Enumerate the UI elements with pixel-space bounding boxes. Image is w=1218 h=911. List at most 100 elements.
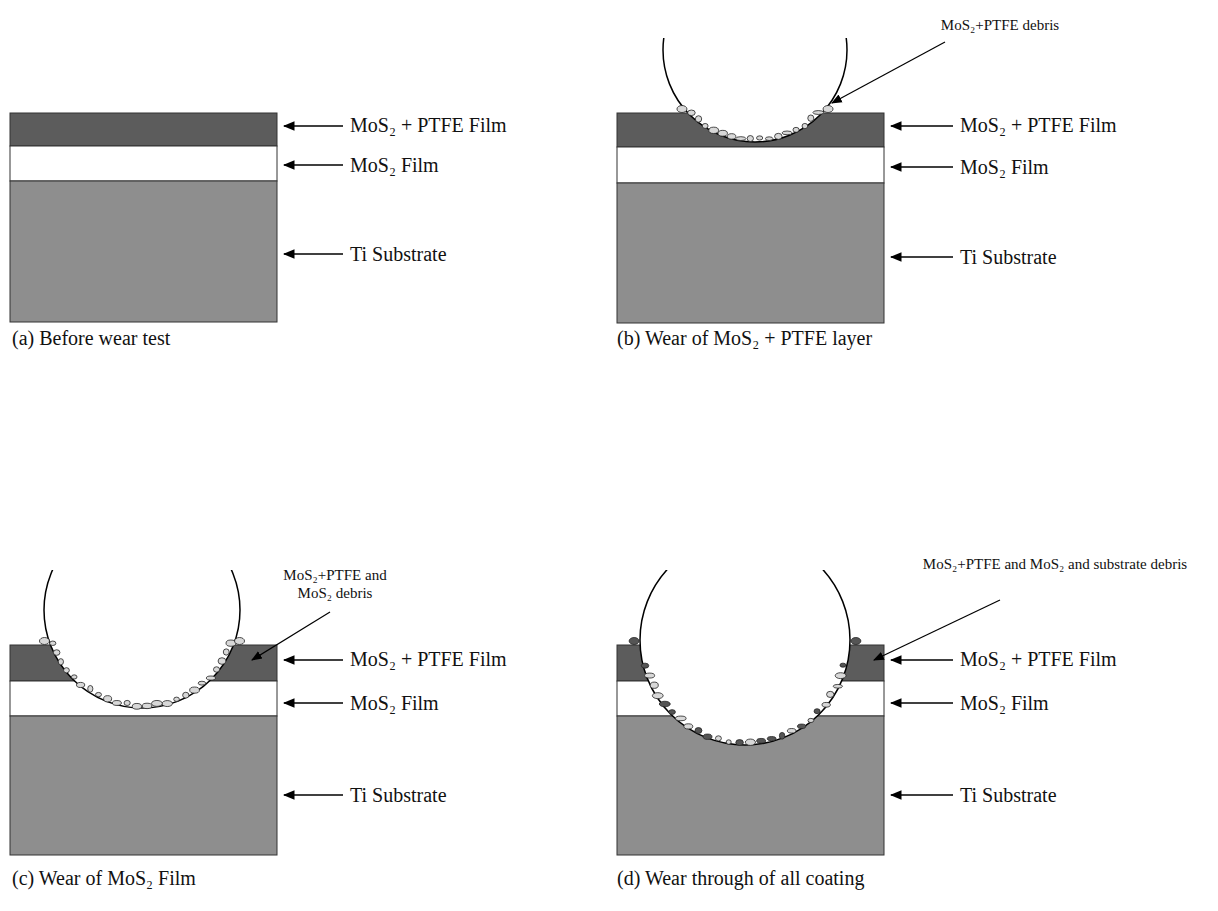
wear-debris (688, 110, 696, 116)
wear-debris (104, 696, 112, 702)
counterface-ball (44, 570, 240, 708)
wear-debris (827, 691, 834, 697)
wear-debris (709, 127, 719, 133)
wear-debris (652, 693, 663, 699)
wear-debris (808, 718, 814, 722)
debris-label: MoS₂+PTFE and MoS₂ and substrate debris (920, 555, 1190, 573)
wear-debris (58, 659, 63, 665)
layer-label: MoS₂ + PTFE Film (960, 647, 1117, 671)
wear-debris (703, 734, 712, 739)
wear-debris (727, 134, 735, 139)
layer-pointer (891, 125, 953, 126)
layer-label: Ti Substrate (350, 783, 447, 807)
wear-debris (736, 740, 744, 746)
wear-debris (765, 137, 772, 141)
wear-debris (715, 736, 721, 741)
wear-debris (793, 127, 799, 132)
wear-debris (822, 702, 830, 707)
coating-stack (617, 0, 953, 323)
mos2-layer (10, 146, 277, 181)
wear-debris (675, 716, 686, 721)
wear-debris (71, 675, 77, 679)
wear-debris (39, 638, 49, 645)
wear-debris (782, 131, 792, 135)
wear-debris (218, 658, 226, 665)
wear-debris (142, 703, 152, 708)
wear-debris (659, 701, 670, 706)
wear-debris (767, 737, 776, 741)
wear-debris (813, 111, 824, 115)
layer-label: Ti Substrate (350, 242, 447, 266)
wear-debris (835, 673, 846, 679)
wear-debris (695, 116, 701, 122)
wear-debris (695, 728, 702, 734)
counterface-ball (640, 570, 850, 745)
coating-stack (10, 512, 343, 855)
wear-debris (775, 133, 783, 139)
wear-debris (183, 692, 189, 698)
layer-label: MoS₂ Film (350, 153, 439, 177)
layer-pointer (891, 256, 953, 257)
wear-debris (88, 685, 93, 692)
wear-debris (198, 681, 206, 685)
wear-debris (808, 115, 814, 121)
wear-debris (747, 136, 753, 142)
wear-debris (757, 136, 763, 140)
ti-substrate (10, 181, 277, 322)
layer-pointer (284, 794, 343, 795)
wear-debris (152, 700, 163, 706)
mos2-ptfe-layer (10, 113, 277, 146)
wear-debris (787, 729, 796, 734)
layer-pointer (891, 794, 953, 795)
layer-pointer (891, 659, 953, 660)
ti-substrate (10, 716, 277, 855)
layer-pointer (891, 702, 953, 703)
wear-debris (745, 739, 755, 745)
wear-debris (64, 668, 70, 673)
wear-debris (757, 738, 766, 743)
wear-debris (840, 663, 846, 667)
layer-label: Ti Substrate (960, 245, 1057, 269)
debris-leader (832, 42, 945, 103)
layer-pointer (891, 166, 953, 167)
wear-debris (629, 638, 639, 645)
wear-debris (851, 638, 861, 645)
layer-label: MoS₂ + PTFE Film (350, 113, 507, 137)
panel-caption: (c) Wear of MoS₂ Film (12, 866, 196, 890)
panel-caption: (a) Before wear test (12, 326, 170, 350)
panel-caption: (d) Wear through of all coating (617, 866, 864, 890)
debris-label: MoS₂+PTFE debris (880, 16, 1120, 34)
layer-label: MoS₂ + PTFE Film (960, 113, 1117, 137)
wear-debris (132, 703, 141, 709)
wear-debris (797, 724, 805, 729)
ti-substrate (617, 183, 884, 323)
wear-debris (96, 692, 102, 696)
layer-label: MoS₂ Film (350, 691, 439, 715)
layer-pointer (284, 164, 343, 165)
wear-debris (702, 123, 708, 128)
wear-debris (645, 673, 655, 678)
wear-debris (124, 700, 130, 705)
layer-pointer (284, 659, 343, 660)
layer-label: MoS₂ + PTFE Film (350, 647, 507, 671)
wear-debris (833, 684, 842, 688)
wear-debris (206, 676, 215, 680)
wear-debris (677, 106, 687, 113)
wear-debris (726, 740, 731, 745)
wear-debris (174, 697, 180, 701)
wear-debris (779, 732, 784, 739)
wear-debris (213, 667, 219, 672)
coating-stack (10, 113, 343, 322)
wear-debris (641, 663, 648, 668)
wear-debris (650, 682, 658, 688)
wear-debris (53, 650, 60, 656)
wear-debris (669, 710, 676, 715)
layer-label: MoS₂ Film (960, 155, 1049, 179)
wear-debris (77, 682, 85, 687)
wear-debris (684, 724, 693, 729)
layer-label: MoS₂ Film (960, 691, 1049, 715)
wear-debris (736, 137, 746, 141)
mos2-layer (617, 147, 884, 183)
